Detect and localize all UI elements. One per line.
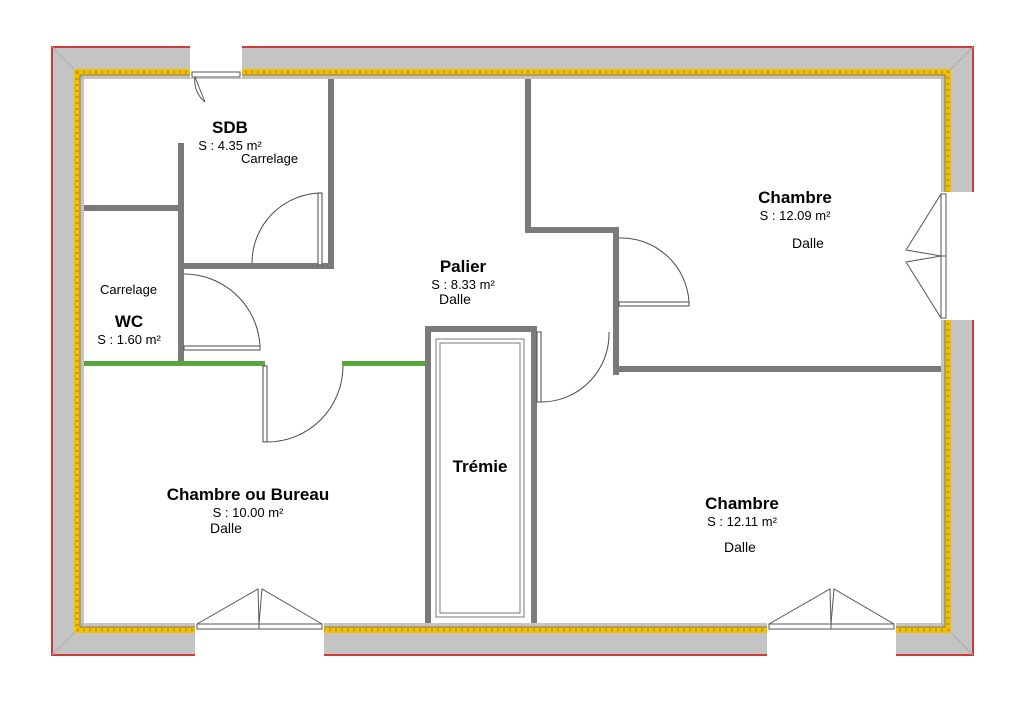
interior-doors xyxy=(183,192,690,443)
room-sdb-surface: S : 4.35 m² xyxy=(198,138,262,153)
room-palier-surface: S : 8.33 m² xyxy=(431,277,495,292)
room-tremie: Trémie xyxy=(437,457,523,477)
exterior-outline xyxy=(51,46,974,656)
room-bureau-name: Chambre ou Bureau xyxy=(166,485,330,504)
room-tremie-name: Trémie xyxy=(452,457,508,476)
insulation-layer xyxy=(74,69,951,633)
room-bureau: Chambre ou Bureau S : 10.00 m² xyxy=(150,485,346,520)
room-wc-name: WC xyxy=(114,312,144,331)
tremie-void xyxy=(435,338,525,618)
wc-separation-line xyxy=(84,361,425,366)
room-chambre-se: Chambre S : 12.11 m² xyxy=(692,494,792,529)
room-wc: WC S : 1.60 m² xyxy=(88,312,170,347)
room-sdb-floor: Carrelage xyxy=(241,151,299,166)
room-palier-floor: Dalle xyxy=(439,291,471,307)
room-chambre-ne-surface: S : 12.09 m² xyxy=(759,208,831,223)
room-wc-surface: S : 1.60 m² xyxy=(97,332,161,347)
room-palier-name: Palier xyxy=(439,257,487,276)
room-chambre-se-floor: Dalle xyxy=(724,539,756,555)
room-chambre-ne-floor: Dalle xyxy=(792,235,824,251)
room-chambre-se-surface: S : 12.11 m² xyxy=(707,514,777,529)
tremie-inner xyxy=(439,342,521,614)
room-bureau-floor: Dalle xyxy=(210,520,242,536)
room-sdb-name: SDB xyxy=(212,118,248,137)
room-sdb: SDB S : 4.35 m² xyxy=(190,118,270,153)
room-chambre-ne-name: Chambre xyxy=(758,188,832,207)
window-swings xyxy=(194,76,942,625)
room-chambre-se-name: Chambre xyxy=(705,494,779,513)
interior-walls xyxy=(84,79,941,623)
room-palier: Palier S : 8.33 m² xyxy=(418,257,508,292)
room-chambre-ne: Chambre S : 12.09 m² xyxy=(745,188,845,223)
room-wc-floor: Carrelage xyxy=(100,282,158,297)
insulation-inner-line xyxy=(79,74,946,628)
room-bureau-surface: S : 10.00 m² xyxy=(212,505,284,520)
